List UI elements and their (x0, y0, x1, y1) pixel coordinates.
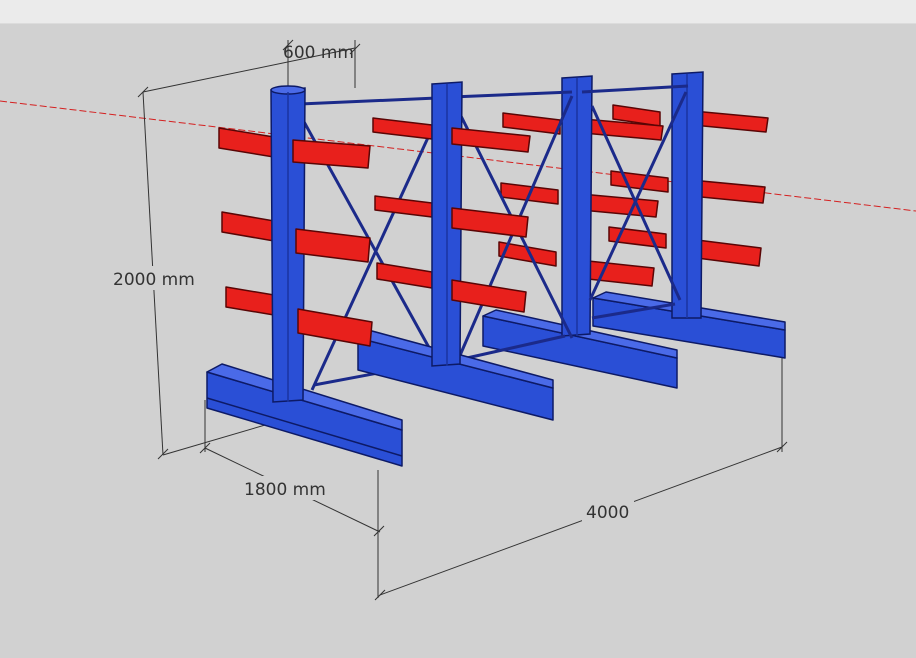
viewport-top-strip (0, 0, 916, 24)
dimension-length-label: 4000 (586, 503, 629, 523)
column-2-back-arms (372, 117, 433, 289)
dimension-height-label: 2000 mm (113, 270, 195, 290)
dimension-labels: 600 mm 2000 mm 1800 mm 4000 (110, 43, 634, 524)
column-1-back-arms (218, 127, 281, 317)
dimension-base-depth-label: 1800 mm (244, 480, 326, 500)
dimension-arm-length-label: 600 mm (283, 43, 354, 63)
column-4-arms (608, 104, 769, 267)
column-1-base (206, 363, 403, 467)
column-2-front-arms (451, 127, 531, 313)
column-4-post (671, 71, 704, 319)
column-3-post (561, 75, 593, 337)
column-1-post (270, 85, 306, 403)
column-1-front-arms (292, 139, 373, 347)
